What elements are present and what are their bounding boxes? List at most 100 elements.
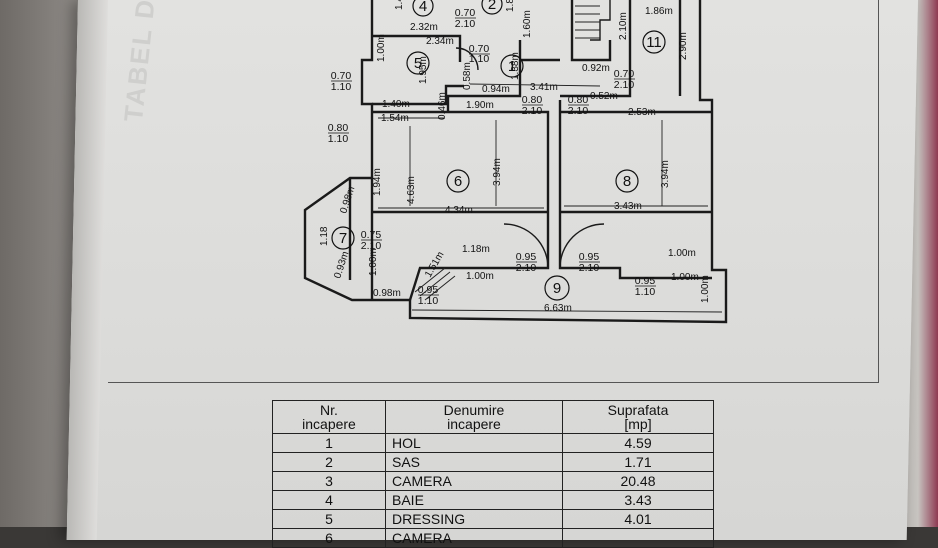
floor-plan: 4 2 1 5 11 6 8 7 — [303, 0, 728, 324]
dim-label: 6.63m — [544, 303, 572, 314]
dim-label: 1.86m — [645, 6, 673, 17]
dim-label: 1.40m — [382, 99, 410, 110]
dim-label: 1.00m — [671, 272, 699, 283]
opening-label: 0.80 2.10 — [522, 94, 543, 117]
room-label-5: 5 — [406, 51, 430, 75]
room-label-2: 2 — [481, 0, 503, 15]
dim-label: 1.00m — [376, 34, 387, 62]
svg-text:7: 7 — [339, 230, 347, 247]
door-swings — [455, 0, 611, 269]
svg-text:0.70: 0.70 — [614, 68, 635, 80]
svg-text:0.95: 0.95 — [418, 284, 439, 296]
svg-text:6: 6 — [454, 173, 462, 190]
dim-label: 2.32m — [410, 22, 438, 33]
dim-label: 3.43m — [614, 201, 642, 212]
dim-label: 1.00m — [466, 271, 494, 282]
opening-labels: 0.70 1.10 0.70 1.10 0.70 2.10 0.80 1.10 … — [328, 7, 656, 307]
col-header-area: Suprafata[mp] — [562, 400, 714, 434]
opening-label: 0.80 2.10 — [568, 94, 589, 117]
opening-label: 0.70 1.10 — [469, 43, 490, 65]
svg-text:0.95: 0.95 — [579, 251, 600, 263]
dim-label: 0.58m — [462, 62, 473, 90]
svg-text:2.10: 2.10 — [614, 79, 635, 91]
opening-label: 0.75 2.10 — [361, 229, 382, 252]
svg-text:1.10: 1.10 — [331, 81, 352, 93]
dim-label: 1.18m — [462, 244, 490, 255]
svg-text:2.10: 2.10 — [361, 240, 382, 252]
svg-text:2.10: 2.10 — [522, 105, 543, 117]
table-row: 4 BAIE 3.43 — [272, 490, 714, 510]
svg-text:0.80: 0.80 — [328, 122, 349, 134]
svg-text:2.10: 2.10 — [568, 105, 589, 117]
dim-label: 0.52m — [590, 91, 618, 102]
opening-label: 0.70 2.10 — [455, 7, 476, 30]
svg-text:0.75: 0.75 — [361, 229, 382, 241]
dim-label: 1.46 — [394, 0, 405, 10]
dim-label: 0.93m — [332, 250, 351, 280]
svg-text:1.10: 1.10 — [418, 295, 439, 307]
col-header-nr: Nr.incapere — [272, 400, 386, 434]
svg-text:0.70: 0.70 — [331, 70, 352, 82]
svg-text:2.10: 2.10 — [455, 18, 476, 30]
opening-label: 0.70 1.10 — [331, 70, 352, 93]
room-label-1: 1 — [500, 54, 524, 78]
svg-text:1.10: 1.10 — [469, 53, 490, 65]
svg-text:0.95: 0.95 — [516, 251, 537, 263]
svg-text:0.80: 0.80 — [568, 94, 589, 106]
dim-label: 1.38m — [510, 52, 521, 80]
dim-label: 1.18 — [319, 226, 330, 246]
svg-text:0.80: 0.80 — [522, 94, 543, 106]
svg-text:2: 2 — [488, 0, 496, 13]
svg-text:0.70: 0.70 — [469, 43, 490, 55]
dim-label: 1.00m — [668, 248, 696, 259]
dim-label: 1.00m — [700, 275, 711, 303]
plan-frame — [108, 0, 879, 383]
dim-label: 4.34m — [445, 205, 473, 216]
dim-label: 2.53m — [628, 107, 656, 118]
table-row: 3 CAMERA 20.48 — [272, 471, 714, 491]
dim-label: 3.94m — [660, 160, 671, 188]
table-row: 6 CAMERA — [272, 528, 714, 548]
dim-label: 1.95m — [418, 56, 429, 84]
dim-label: 1.51m — [423, 250, 446, 280]
svg-text:1.10: 1.10 — [328, 133, 349, 145]
dim-label: 1.94m — [372, 168, 383, 196]
opening-label: 0.95 2.10 — [516, 251, 537, 274]
dimension-lines — [378, 83, 723, 313]
dim-label: 2.10m — [618, 12, 629, 40]
svg-text:8: 8 — [623, 173, 631, 190]
plan-walls — [303, 0, 728, 324]
dim-label: 2.90m — [678, 32, 689, 60]
svg-text:5: 5 — [414, 55, 422, 72]
dim-label: 1.60m — [522, 10, 533, 38]
dim-label: 1.54m — [381, 113, 409, 124]
room-label-6: 6 — [446, 169, 470, 193]
opening-label: 0.80 1.10 — [328, 122, 349, 145]
dim-label: 0.46m — [437, 92, 448, 120]
dim-label: 2.34m — [426, 36, 454, 47]
table-row: 1 HOL 4.59 — [272, 433, 714, 453]
opening-label: 0.95 1.10 — [418, 284, 439, 307]
room-label-11: 9 — [544, 275, 570, 301]
opening-label: 0.95 2.10 — [579, 251, 600, 274]
dim-label: 1.00m — [368, 248, 379, 276]
room-label-8: 8 — [615, 169, 639, 193]
table-row: 5 DRESSING 4.01 — [272, 509, 714, 529]
svg-text:0.70: 0.70 — [455, 7, 476, 19]
svg-text:4: 4 — [419, 0, 427, 15]
svg-text:1.10: 1.10 — [635, 286, 656, 298]
dim-label: 0.94m — [482, 84, 510, 95]
svg-text:1: 1 — [508, 58, 516, 75]
svg-text:0.95: 0.95 — [635, 275, 656, 287]
room-label-9: 11 — [642, 30, 666, 54]
svg-text:9: 9 — [553, 280, 561, 297]
room-labels: 4 2 1 5 11 6 8 7 — [331, 0, 666, 301]
dim-label: 0.92m — [582, 63, 610, 74]
table-row: 2 SAS 1.71 — [272, 452, 714, 472]
dim-label: 0.98m — [338, 185, 357, 215]
dim-label: 3.41m — [530, 82, 558, 93]
svg-text:2.10: 2.10 — [579, 262, 600, 274]
